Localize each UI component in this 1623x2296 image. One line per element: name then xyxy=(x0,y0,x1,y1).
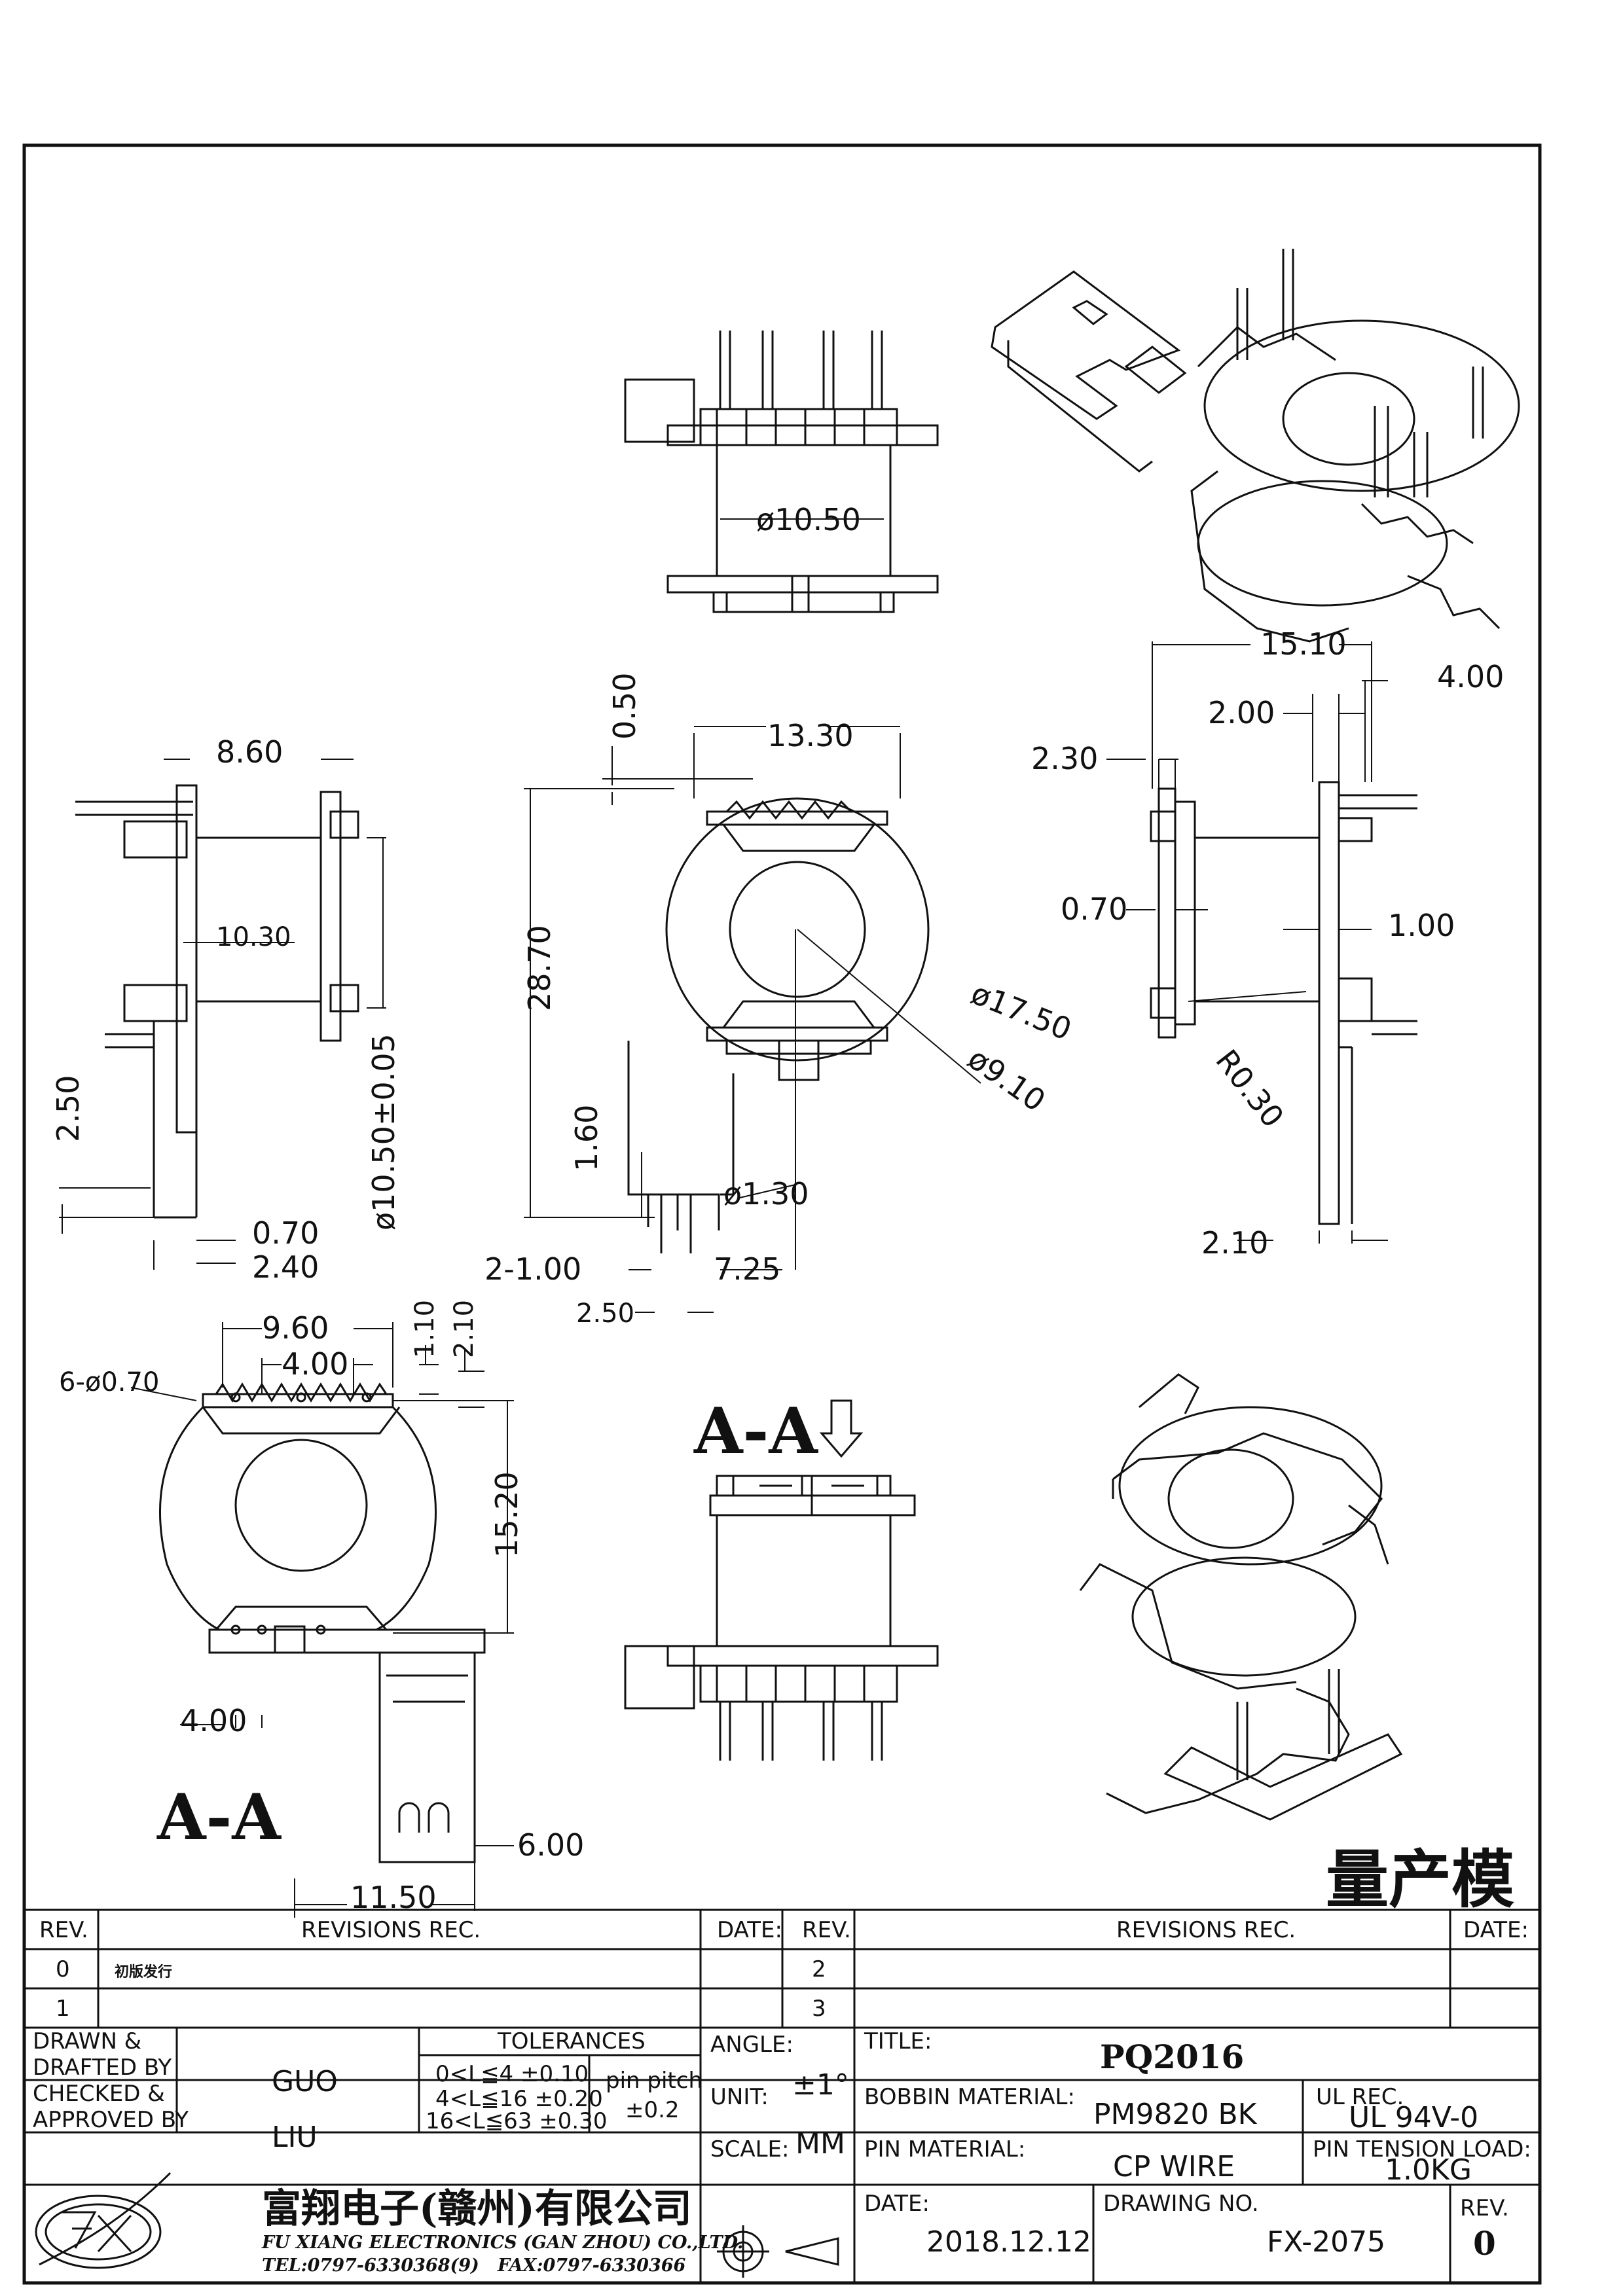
tb-row0-text: 初版发行 xyxy=(115,1964,172,1981)
tb-scale-label: SCALE: xyxy=(710,2136,789,2162)
dim-front-w: 13.30 xyxy=(767,718,854,753)
tb-date: 2018.12.12 xyxy=(926,2225,1091,2259)
tb-drawing-no-label: DRAWING NO. xyxy=(1103,2191,1259,2217)
tb-drawn-label-2: DRAFTED BY xyxy=(33,2054,172,2081)
dim-top-dia: ø10.50 xyxy=(756,502,861,537)
dim-front-d1: ø17.50 xyxy=(966,975,1076,1047)
tb-drawn-label-1: DRAWN & xyxy=(33,2028,141,2054)
dim-sec-holes: 6-ø0.70 xyxy=(59,1367,159,1397)
tb-tension: 1.0KG xyxy=(1385,2153,1472,2187)
title-block xyxy=(24,1909,1540,2283)
tb-tol-2: 4<L≦16 ±0.20 xyxy=(435,2086,603,2112)
tb-revisions-header: REVISIONS REC. xyxy=(301,1917,481,1943)
projection-symbol-icon xyxy=(717,2225,839,2278)
section-view xyxy=(158,1382,486,1863)
tb-unit-label: UNIT: xyxy=(710,2084,769,2110)
dim-front-pin-p: 2-1.00 xyxy=(484,1251,581,1287)
tb-bobbin-label: BOBBIN MATERIAL: xyxy=(864,2084,1075,2110)
tb-ul-label: UL REC. xyxy=(1316,2084,1404,2110)
dim-left-h3: 2.40 xyxy=(252,1249,319,1285)
dim-sec-w2: 4.00 xyxy=(282,1346,348,1382)
dim-front-pin-sp: 2.50 xyxy=(576,1299,634,1329)
tb-title-label: TITLE: xyxy=(864,2028,932,2054)
dim-right-f: 2.10 xyxy=(1201,1225,1268,1261)
dim-left-w: 8.60 xyxy=(216,734,283,770)
tb-tel: TEL:0797-6330368(9) xyxy=(262,2255,479,2276)
tb-row3-rev: 3 xyxy=(812,1996,826,2022)
tb-tolerances-label: TOLERANCES xyxy=(497,2028,646,2054)
tb-checked-by: LIU xyxy=(272,2121,318,2154)
dim-sec-p: 4.00 xyxy=(180,1703,247,1738)
left-view xyxy=(75,784,359,1219)
dim-front-pin-d: ø1.30 xyxy=(723,1176,809,1211)
section-side-view: A-A xyxy=(624,1394,939,1761)
tb-company-cn: 富翔电子(赣州)有限公司 xyxy=(262,2186,692,2232)
dim-right-b: 4.00 xyxy=(1437,659,1504,694)
iso-view-top xyxy=(991,249,1520,643)
tb-date-label: DATE: xyxy=(864,2191,930,2217)
right-dims: 15.10 2.00 4.00 2.30 0.70 1.00 R0.30 2.1… xyxy=(1031,626,1504,1261)
left-dims: 8.60 10.30 ø10.50±0.05 2.50 0.70 2.40 xyxy=(50,734,401,1285)
tb-checked-label-2: APPROVED BY xyxy=(33,2107,189,2133)
dim-front-d2: ø9.10 xyxy=(962,1041,1052,1119)
tb-title: PQ2016 xyxy=(1100,2037,1244,2076)
tb-pin-pitch-label: pin pitch xyxy=(606,2068,702,2094)
tb-revisions-header-2: REVISIONS REC. xyxy=(1116,1917,1296,1943)
tb-row1-rev: 1 xyxy=(56,1996,70,2022)
tb-pin-mat: CP WIRE xyxy=(1113,2150,1235,2183)
iso-view-bottom xyxy=(1079,1373,1403,1821)
tb-fax: FAX:0797-6330366 xyxy=(497,2255,686,2276)
fx-logo xyxy=(35,2172,172,2269)
dim-left-inner: 10.30 xyxy=(216,922,291,952)
tb-angle: ±1° xyxy=(792,2068,849,2102)
section-label: A-A xyxy=(693,1394,818,1468)
top-dim: ø10.50 xyxy=(756,502,861,537)
dim-right-e: 1.00 xyxy=(1388,908,1455,943)
dim-left-dia: ø10.50±0.05 xyxy=(366,1033,401,1230)
dim-right-d: 0.70 xyxy=(1061,891,1127,927)
front-view xyxy=(627,797,981,1253)
dim-right-c: 2.30 xyxy=(1031,741,1098,776)
dim-front-pin-h: 1.60 xyxy=(569,1105,604,1172)
tb-rev-label: REV. xyxy=(1460,2195,1509,2221)
dim-right-r: R0.30 xyxy=(1209,1043,1290,1134)
tb-pin-pitch: ±0.2 xyxy=(625,2097,680,2123)
tb-rev-header-2: REV. xyxy=(802,1917,851,1943)
tb-tension-label: PIN TENSION LOAD: xyxy=(1313,2136,1531,2162)
tb-drawn-by: GUO xyxy=(272,2065,338,2098)
tb-rev: 0 xyxy=(1473,2224,1496,2263)
title-block-text: REV. REVISIONS REC. DATE: REV. REVISIONS… xyxy=(33,1917,1531,2276)
tb-ul: UL 94V-0 xyxy=(1349,2101,1478,2134)
right-view xyxy=(1150,781,1417,1225)
tb-drawing-no: FX-2075 xyxy=(1267,2225,1385,2259)
tb-pin-mat-label: PIN MATERIAL: xyxy=(864,2136,1025,2162)
tb-row2-rev: 2 xyxy=(812,1956,826,1982)
tb-bobbin: PM9820 BK xyxy=(1093,2098,1258,2131)
top-view xyxy=(624,331,939,613)
dim-left-h1: 2.50 xyxy=(50,1075,86,1142)
tb-date-header: DATE: xyxy=(717,1917,782,1943)
dim-front-gap: 0.50 xyxy=(607,673,642,740)
tb-checked-label-1: CHECKED & xyxy=(33,2081,165,2107)
tb-rev-header: REV. xyxy=(39,1917,88,1943)
tb-row0-rev: 0 xyxy=(56,1956,70,1982)
tb-tol-3: 16<L≦63 ±0.30 xyxy=(426,2108,607,2134)
tb-date-header-2: DATE: xyxy=(1463,1917,1529,1943)
tb-tol-1: 0<L≦4 ±0.10 xyxy=(435,2061,589,2087)
tb-company-en: FU XIANG ELECTRONICS (GAN ZHOU) CO.,LTD. xyxy=(261,2233,743,2253)
tb-angle-label: ANGLE: xyxy=(710,2032,793,2058)
dim-sec-t: 6.00 xyxy=(517,1827,584,1863)
dim-left-h2: 0.70 xyxy=(252,1215,319,1251)
dim-right-a: 2.00 xyxy=(1208,695,1275,730)
stamp-text: 量产模 xyxy=(1326,1842,1514,1916)
section-label-bottom: A-A xyxy=(156,1780,282,1854)
front-dims: 13.30 0.50 28.70 ø17.50 ø9.10 1.60 ø1.30… xyxy=(484,673,1076,1329)
dim-sec-w1: 9.60 xyxy=(262,1310,329,1346)
tb-unit: MM xyxy=(795,2127,845,2161)
dim-front-h: 28.70 xyxy=(522,925,557,1011)
